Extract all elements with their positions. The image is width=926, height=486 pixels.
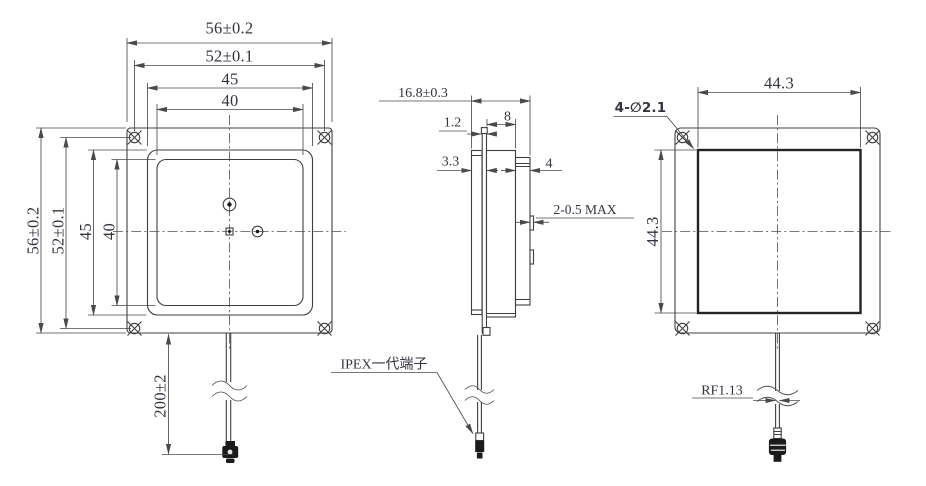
dim-text-square-width: 44.3 [764, 74, 794, 93]
cable-exit-foot [482, 326, 491, 336]
side-view: 16.8±0.3 8 1.2 3.3 4 2-0.5 MAX [331, 86, 634, 459]
dim-text-body-depth: 8 [504, 110, 511, 125]
mounting-hole-icon [865, 321, 880, 336]
dim-front-top: 56±0.2 52±0.1 45 40 [126, 19, 333, 155]
dim-text-cable-length: 200±2 [151, 374, 170, 418]
mounting-hole-icon [317, 130, 332, 145]
feed-hole-icon [222, 197, 237, 212]
dim-text-width-holes: 52±0.1 [206, 47, 254, 66]
cable-callout: RF1.13 [692, 384, 800, 404]
dim-square-width: 44.3 [697, 74, 862, 148]
mounting-hole-icon [675, 130, 690, 145]
cable [756, 333, 799, 462]
cable-break-icon [756, 385, 799, 407]
dim-text-width-patch: 40 [221, 91, 238, 110]
dim-total-depth: 16.8±0.3 [379, 86, 531, 156]
cable [211, 333, 248, 463]
back-view: 44.3 44.3 4-∅2.1 [613, 74, 893, 462]
dim-text-rear-depth: 4 [546, 157, 553, 172]
dim-text-width-outer: 56±0.2 [206, 19, 254, 38]
cable-label: RF1.13 [701, 384, 743, 399]
dim-text-height-rim: 45 [76, 223, 95, 240]
dim-text-front-offset: 3.3 [442, 155, 460, 170]
cable [464, 335, 495, 459]
boss-outline [529, 249, 535, 265]
dim-text-total-depth: 16.8±0.3 [398, 86, 448, 101]
rear-plate-outline [514, 156, 531, 306]
dim-plate-thickness: 1.2 [439, 116, 497, 137]
dim-text-height-outer: 56±0.2 [24, 207, 43, 255]
holes-label: 4-∅2.1 [615, 100, 667, 116]
side-patch-outline [470, 149, 483, 316]
center-pad-icon [225, 227, 234, 236]
flange-sheet-outline [481, 132, 488, 334]
connector-label: IPEX一代端子 [340, 357, 427, 373]
ipex-connector-icon [768, 427, 787, 462]
front-view: 56±0.2 52±0.1 45 40 56±0.2 52±0.1 45 4 [24, 19, 346, 463]
boss-outline [529, 215, 535, 231]
dim-cable-length: 200±2 [151, 333, 234, 455]
dim-text-square-height: 44.3 [643, 216, 662, 246]
rim-outline [146, 149, 314, 316]
mounting-hole-icon [675, 321, 690, 336]
flange-sheet-tab [480, 127, 488, 135]
connector-callout: IPEX一代端子 [331, 357, 474, 435]
patch-outline [156, 158, 304, 307]
dim-text-height-holes: 52±0.1 [49, 207, 68, 255]
rear-square-outline [696, 148, 862, 315]
dim-text-width-rim: 45 [221, 70, 238, 89]
mounting-hole-icon [865, 130, 880, 145]
dim-text-height-patch: 40 [100, 223, 119, 240]
ipex-connector-icon [475, 432, 485, 459]
cable-break-icon [211, 380, 248, 402]
dim-text-plate-thickness: 1.2 [444, 116, 462, 131]
dim-square-height: 44.3 [643, 149, 697, 314]
dim-body-depth: 8 [486, 110, 517, 149]
dim-front-left: 56±0.2 52±0.1 45 40 [24, 127, 156, 334]
dim-bosses: 2-0.5 MAX [516, 202, 634, 225]
dim-text-bosses: 2-0.5 MAX [554, 202, 617, 217]
ipex-connector-icon [222, 441, 239, 463]
holes-callout: 4-∅2.1 [613, 100, 695, 150]
feed-hole-icon [251, 225, 264, 238]
side-body-outline [485, 149, 517, 318]
mounting-hole-icon [317, 321, 332, 336]
dim-rear-depth: 4 [501, 157, 562, 174]
cable-break-icon [464, 385, 495, 405]
dim-front-offset: 3.3 [437, 155, 498, 174]
